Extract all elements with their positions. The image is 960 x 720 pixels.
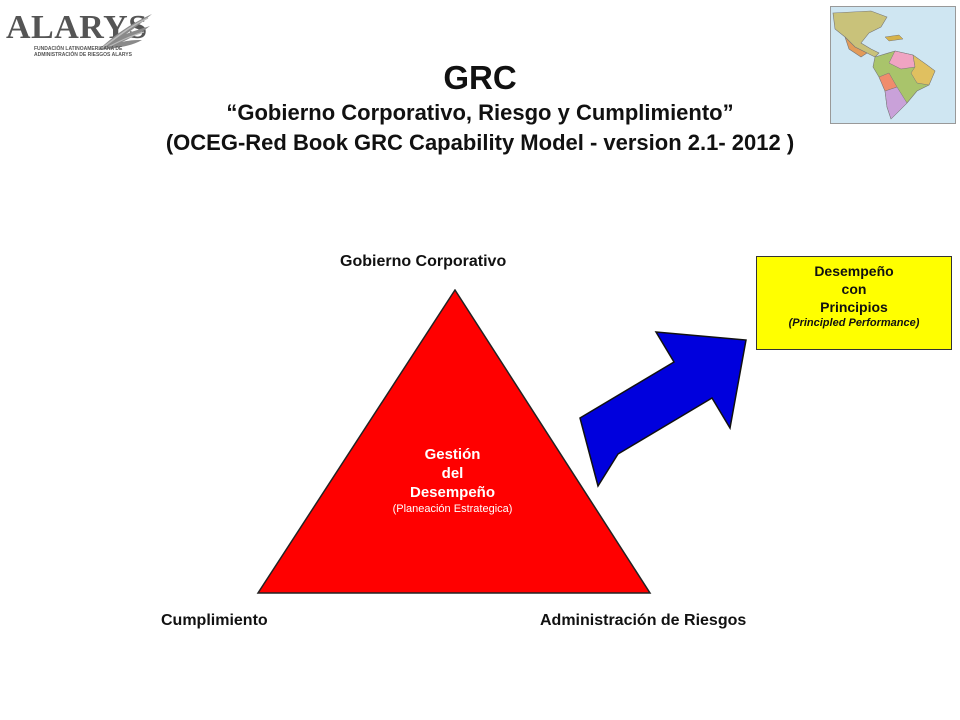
alarys-logo: ALARYS FUNDACIÓN LATINOAMERICANA DE ADMI… <box>6 8 154 58</box>
label-gobierno-corporativo: Gobierno Corporativo <box>340 253 507 270</box>
logo-tagline-line-2: ADMINISTRACIÓN DE RIESGOS ALARYS <box>34 52 132 58</box>
label-administracion-riesgos: Administración de Riesgos <box>540 612 747 629</box>
result-line-2: con <box>841 281 867 297</box>
page-subtitle: “Gobierno Corporativo, Riesgo y Cumplimi… <box>226 100 734 125</box>
logo-tagline-line-1: FUNDACIÓN LATINOAMERICANA DE <box>34 46 123 52</box>
wing-icon <box>98 14 152 50</box>
center-line-1: Gestión <box>424 446 481 463</box>
result-line-1: Desempeño <box>814 263 894 279</box>
result-line-4: (Principled Performance) <box>788 317 920 329</box>
grc-triangle <box>256 289 652 594</box>
triangle-center-text: Gestión del Desempeño (Planeación Estrat… <box>330 445 575 517</box>
page-title: GRC <box>443 59 517 96</box>
latin-america-map-icon <box>830 6 956 124</box>
logo-tagline: FUNDACIÓN LATINOAMERICANA DE ADMINISTRAC… <box>34 46 154 58</box>
title-block: GRC “Gobierno Corporativo, Riesgo y Cump… <box>0 58 960 158</box>
center-line-4: (Planeación Estrategica) <box>392 503 513 515</box>
center-line-3: Desempeño <box>409 484 496 501</box>
principled-performance-box: Desempeño con Principios (Principled Per… <box>756 256 952 350</box>
triangle-shape <box>256 289 652 594</box>
arrow-icon <box>579 331 747 488</box>
result-line-3: Principios <box>820 299 888 315</box>
center-line-2: del <box>441 465 464 482</box>
page-source: (OCEG-Red Book GRC Capability Model - ve… <box>165 130 795 155</box>
label-cumplimiento: Cumplimiento <box>161 612 268 629</box>
